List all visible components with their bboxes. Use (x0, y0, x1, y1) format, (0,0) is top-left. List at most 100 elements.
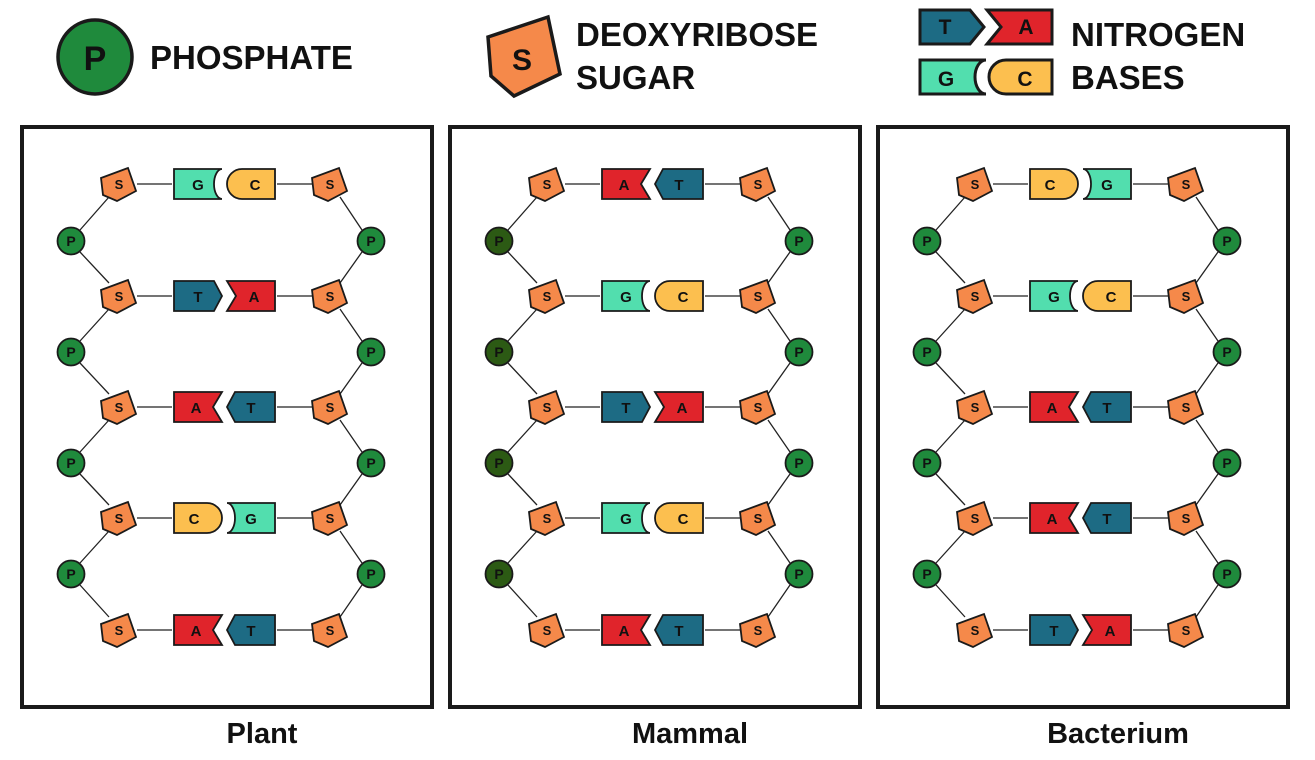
backbone-bond (767, 251, 791, 284)
phosphate-icon (912, 337, 942, 367)
sugar-symbol: S (115, 400, 124, 415)
phosphate-symbol: P (366, 455, 375, 471)
phosphate-legend-label: PHOSPHATE (150, 39, 353, 76)
base-g (173, 168, 223, 200)
phosphate-symbol: P (366, 566, 375, 582)
phosphate-symbol: P (794, 566, 803, 582)
base-c (173, 502, 223, 534)
base-legend-g-icon (918, 58, 987, 96)
sugar-symbol: S (543, 289, 552, 304)
sugar-symbol: S (543, 511, 552, 526)
base-letter: C (1106, 289, 1117, 306)
backbone-bond (507, 584, 538, 618)
base-t (1081, 502, 1132, 534)
phosphate-symbol: P (366, 344, 375, 360)
sugar-symbol: S (115, 623, 124, 638)
backbone-bond (935, 530, 966, 564)
base-letter: G (620, 289, 632, 306)
phosphate-icon (784, 226, 814, 256)
phosphate-icon (484, 559, 514, 589)
base-letter: T (621, 400, 630, 417)
sugar-symbol: S (971, 400, 980, 415)
sugar-symbol: S (543, 400, 552, 415)
legend-sugar: S DEOXYRIBOSE SUGAR (486, 14, 818, 99)
sugar-icon (528, 500, 566, 536)
base-letter: G (1101, 177, 1113, 194)
base-c (654, 502, 704, 534)
base-letter: T (1049, 623, 1058, 640)
backbone-bond (1195, 308, 1219, 342)
sugar-icon (528, 389, 566, 425)
phosphate-icon (56, 226, 86, 256)
sugar-symbol: S (1182, 289, 1191, 304)
phosphate-icon (356, 559, 386, 589)
phosphate-icon (1212, 448, 1242, 478)
base-g (1082, 168, 1132, 200)
sugar-icon (956, 166, 994, 202)
base-letter: T (193, 289, 202, 306)
backbone-bond (339, 308, 363, 342)
base-c (226, 168, 276, 200)
base-t (653, 168, 704, 200)
base-letter: A (677, 400, 688, 417)
base-legend-t-icon (918, 8, 986, 46)
phosphate-symbol: P (494, 455, 503, 471)
base-t (225, 391, 276, 423)
base-a (173, 391, 224, 423)
phosphate-symbol: P (494, 344, 503, 360)
panel-frame (20, 125, 434, 709)
sugar-icon (311, 389, 349, 425)
sugar-icon (956, 612, 994, 648)
sugar-icon (311, 500, 349, 536)
sugar-symbol: S (115, 289, 124, 304)
panel-label: Plant (227, 718, 298, 750)
sugar-icon (311, 278, 349, 314)
panel-frame (448, 125, 862, 709)
base-letter: C (250, 177, 261, 194)
backbone-bond (767, 584, 791, 618)
base-t (225, 614, 276, 646)
phosphate-symbol: P (494, 233, 503, 249)
base-t (173, 280, 224, 312)
base-letter: C (1045, 177, 1056, 194)
sugar-icon (739, 389, 777, 425)
base-t (1029, 614, 1080, 646)
sugar-icon (1167, 166, 1205, 202)
base-letter: G (620, 511, 632, 528)
base-t (1081, 391, 1132, 423)
phosphate-symbol: P (922, 233, 931, 249)
base-t (601, 391, 652, 423)
sugar-legend-label-line2: SUGAR (576, 59, 695, 96)
base-legend-c-letter: C (1017, 68, 1032, 91)
phosphate-icon (1212, 226, 1242, 256)
backbone-bond (935, 473, 966, 506)
phosphate-icon (784, 448, 814, 478)
phosphate-symbol: P (922, 566, 931, 582)
backbone-bond (339, 530, 363, 564)
backbone-bond (339, 251, 363, 284)
phosphate-symbol: P (794, 455, 803, 471)
phosphate-symbol: P (794, 344, 803, 360)
base-letter: T (674, 623, 683, 640)
legend: P PHOSPHATE S DEOXYRIBOSE SUGAR T A G C … (56, 8, 1245, 99)
base-legend-a-icon (983, 8, 1054, 46)
backbone-bond (507, 362, 538, 395)
base-a (1029, 391, 1080, 423)
base-letter: A (619, 177, 630, 194)
backbone-bond (79, 584, 110, 618)
phosphate-icon (1212, 559, 1242, 589)
base-c (654, 280, 704, 312)
phosphate-icon (356, 337, 386, 367)
sugar-symbol: S (115, 177, 124, 192)
backbone-bond (935, 419, 966, 453)
phosphate-symbol: P (66, 455, 75, 471)
phosphate-symbol: P (1222, 455, 1231, 471)
bases-legend-label-line2: BASES (1071, 59, 1185, 96)
backbone-bond (935, 362, 966, 395)
sugar-symbol: S (1182, 177, 1191, 192)
phosphate-icon (56, 337, 86, 367)
backbone-bond (79, 473, 110, 506)
sugar-icon (956, 500, 994, 536)
backbone-bond (767, 473, 791, 506)
